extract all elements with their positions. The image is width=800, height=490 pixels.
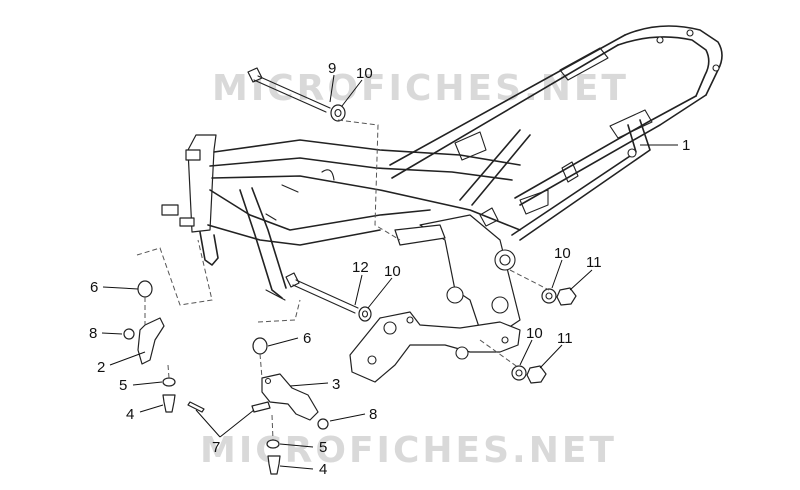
bolt-9 — [247, 67, 331, 113]
frame-hole — [446, 286, 464, 304]
bolt-12 — [285, 272, 359, 314]
callout-9: 9 — [328, 60, 336, 77]
callout-5: 5 — [319, 439, 327, 456]
callout-6: 6 — [303, 330, 311, 347]
callout-2: 2 — [97, 359, 105, 376]
nut-11-lower — [526, 365, 547, 384]
screw-4-left — [162, 394, 176, 413]
callout-10: 10 — [554, 245, 571, 262]
main-frame — [161, 25, 723, 331]
callout-8: 8 — [89, 325, 97, 342]
callout-12: 12 — [352, 259, 369, 276]
callout-11: 11 — [557, 330, 573, 347]
callout-4: 4 — [319, 461, 327, 478]
frame-hole — [491, 296, 509, 314]
leader-lines — [101, 74, 678, 470]
spacer-6-right — [252, 337, 268, 355]
nut-8-right — [317, 418, 329, 430]
callout-3: 3 — [332, 376, 340, 393]
washer-5-left — [162, 377, 176, 387]
bracket-3 — [261, 373, 319, 421]
stud-7-right — [251, 401, 271, 413]
washer-10-mid — [358, 306, 372, 322]
bracket-2 — [137, 317, 165, 365]
engine-mount-plate — [349, 311, 521, 383]
nut-8-left — [123, 328, 135, 340]
washer-5-right — [266, 439, 280, 449]
callout-1: 1 — [682, 137, 690, 154]
stud-7-left — [187, 401, 205, 413]
assembly-lines — [136, 119, 550, 441]
washer-10-top — [330, 104, 346, 122]
callout-4: 4 — [126, 406, 134, 423]
screw-4-right — [267, 455, 281, 475]
callout-labels: 1 9 10 12 10 10 11 10 11 6 8 2 5 4 6 3 7… — [89, 60, 690, 478]
watermark-bottom: MICROFICHES.NET — [200, 430, 617, 471]
callout-11: 11 — [586, 254, 602, 271]
callout-7: 7 — [212, 439, 220, 456]
callout-5: 5 — [119, 377, 127, 394]
callout-8: 8 — [369, 406, 377, 423]
callout-10: 10 — [356, 65, 373, 82]
callout-6: 6 — [90, 279, 98, 296]
watermark-top: MICROFICHES.NET — [212, 68, 629, 109]
callout-10: 10 — [384, 263, 401, 280]
callout-10: 10 — [526, 325, 543, 342]
spacer-6-left — [137, 280, 153, 298]
nut-11-upper — [556, 287, 577, 306]
